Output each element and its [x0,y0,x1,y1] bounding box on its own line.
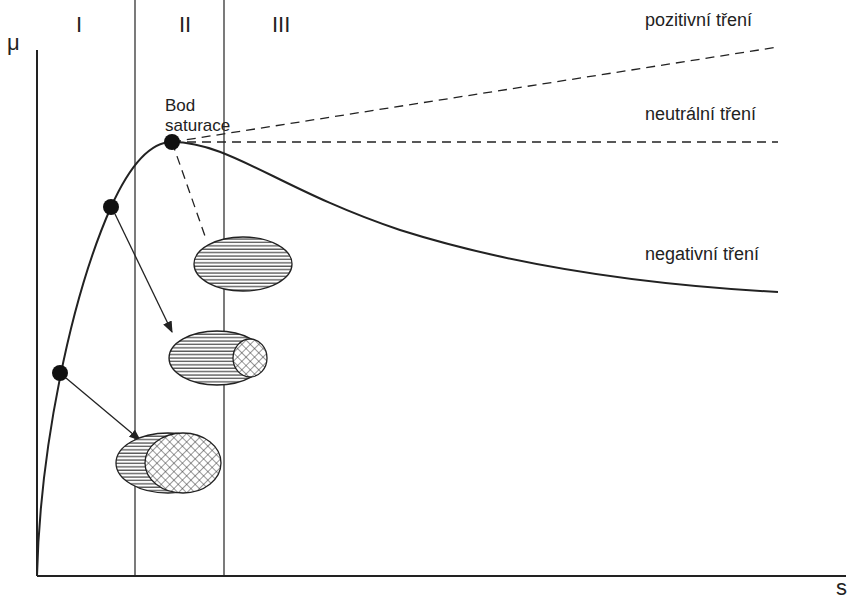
arrow [66,378,140,440]
region-label: I [76,12,82,37]
arrow [115,214,172,332]
saturation-leader [172,142,205,236]
region-divider [134,0,135,576]
friction-curve [37,142,778,576]
contact-spot [233,339,267,377]
curve-label: negativní tření [645,244,759,265]
curve-point [52,365,68,381]
curve-label: pozitivní tření [645,10,752,31]
contact-ellipse [116,433,220,493]
positive-branch [172,47,778,142]
axis-label: s [836,575,847,600]
curve-point [103,199,119,215]
region-label: III [272,12,290,37]
curve-label: neutrální tření [645,104,756,125]
contact-ellipse [194,237,292,291]
contact-spot [145,433,221,493]
region-label: II [179,12,191,37]
point-label: Bod saturace [165,96,245,135]
axis-label: μ [7,30,20,55]
x-axis [37,575,846,577]
saturation-point [164,134,180,150]
neutral-branch [172,141,778,142]
y-axis [36,50,38,576]
